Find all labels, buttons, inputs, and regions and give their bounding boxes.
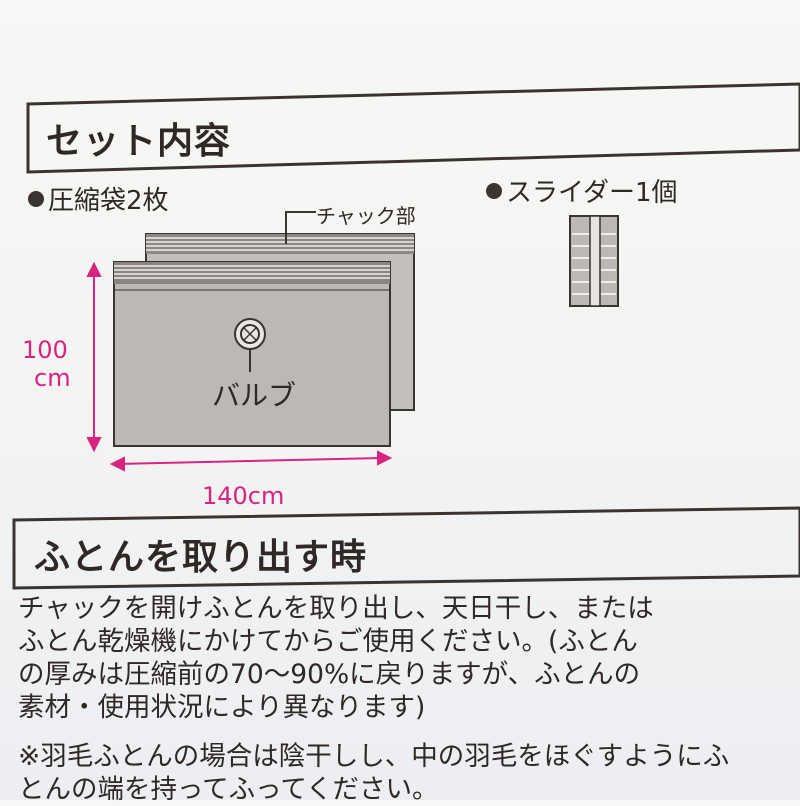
zipper-callout-line [285, 211, 316, 244]
bullet-dot [28, 191, 44, 207]
dimension-arrows [86, 261, 393, 472]
valve-icon [234, 318, 266, 372]
note-line: とんの端を持ってふってください。 [18, 774, 439, 805]
paragraph-line: 素材・使用状況により異なります) [18, 692, 426, 723]
paragraph-line: チャックを開けふとんを取り出し、天日干し、または [18, 593, 654, 624]
section1-title: セット内容 [46, 121, 232, 162]
slider-illustration [569, 215, 619, 307]
paragraph-line: の厚みは圧縮前の70～90%に戻りますが、ふとんの [18, 659, 641, 690]
paragraph-line: ふとん乾燥機にかけてからご使用ください。(ふとん [18, 626, 638, 657]
height-value: 100 [22, 336, 68, 364]
item-bag-label: 圧縮袋2枚 [28, 180, 169, 217]
height-unit: cm [34, 364, 71, 392]
compression-bags-illustration [113, 211, 415, 447]
section1-frame [26, 82, 800, 174]
bullet-dot [486, 183, 502, 199]
section2-title: ふとんを取り出す時 [34, 537, 368, 578]
width-label: 140cm [202, 482, 285, 510]
valve-label: バルブ [212, 379, 297, 412]
height-arrow [86, 261, 102, 453]
zipper-label: チャック部 [316, 204, 416, 228]
instruction-paragraph: チャックを開けふとんを取り出し、天日干し、または ふとん乾燥機にかけてからご使用… [18, 592, 800, 724]
section2-frame [12, 506, 800, 590]
front-bag [113, 261, 391, 447]
width-arrow [109, 450, 393, 472]
note-line: ※羽毛ふとんの場合は陰干しし、中の羽毛をほぐすようにふ [18, 741, 730, 772]
down-feather-note: ※羽毛ふとんの場合は陰干しし、中の羽毛をほぐすようにふ とんの端を持ってふってく… [18, 740, 800, 806]
item-slider-label: スライダー1個 [486, 172, 678, 209]
